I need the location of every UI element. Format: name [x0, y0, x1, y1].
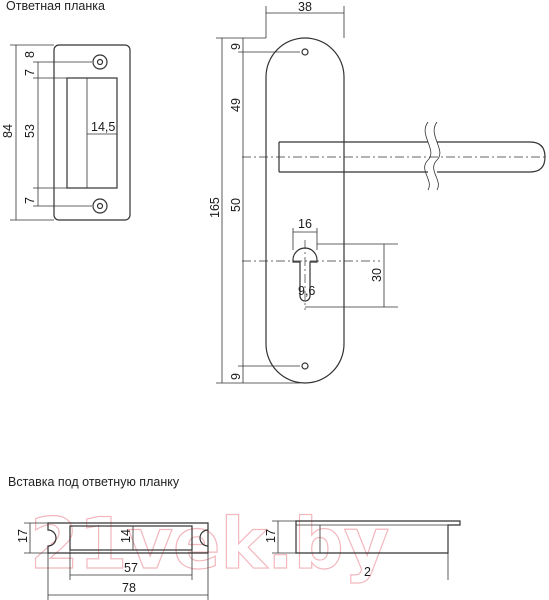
lever-break-right — [433, 121, 441, 191]
dim-cylinder-height: 30 — [370, 268, 384, 282]
dim-hole-spacing: 53 — [23, 124, 37, 138]
dim-cylinder-width: 16 — [298, 217, 312, 231]
watermark-logo: 21vek.by — [30, 503, 389, 585]
strike-plate-slot — [66, 77, 118, 189]
strike-plate-drawing: 84 53 8 7 7 14,5 — [1, 44, 131, 221]
handle-top-hole — [301, 48, 309, 56]
handle-bottom-hole — [301, 362, 309, 370]
dim-lever-to-cylinder: 50 — [229, 198, 243, 212]
dim-plate-width: 38 — [298, 0, 312, 14]
dim-insert-inner-height: 14 — [119, 529, 133, 543]
dim-cylinder-slot: 9,6 — [298, 284, 315, 298]
dim-bottom-hole: 9 — [229, 373, 243, 380]
dim-bottom-slot: 7 — [23, 197, 37, 204]
dim-top-slot: 7 — [23, 69, 37, 76]
dim-strike-height: 84 — [1, 124, 15, 138]
dim-top-hole: 9 — [229, 43, 243, 50]
dim-insert-height-left: 17 — [16, 529, 30, 543]
lever-break-left — [424, 121, 432, 191]
dim-insert-height-right: 17 — [264, 529, 278, 543]
dim-top-offset: 8 — [23, 51, 37, 58]
escutcheon-plate — [265, 37, 345, 384]
dim-insert-inner-width: 57 — [124, 561, 138, 575]
insert-pocket — [69, 525, 193, 551]
dim-slot-width: 14,5 — [91, 120, 115, 134]
dim-insert-total-width: 78 — [122, 581, 136, 595]
insert-heading: Вставка под ответную планку — [8, 475, 180, 489]
dim-to-lever: 49 — [229, 98, 243, 112]
dim-total-height: 165 — [208, 197, 222, 218]
strike-plate-heading: Ответная планка — [6, 0, 105, 13]
dim-insert-depth: 2 — [364, 565, 371, 579]
strike-plate-outline — [53, 44, 131, 221]
strike-plate-bottom-hole — [92, 198, 108, 214]
insert-drawing: 17 14 57 78 17 2 — [16, 520, 461, 600]
handle-drawing: 38 165 9 49 50 9 16 30 9,6 — [208, 0, 546, 384]
strike-plate-top-hole — [92, 54, 108, 70]
